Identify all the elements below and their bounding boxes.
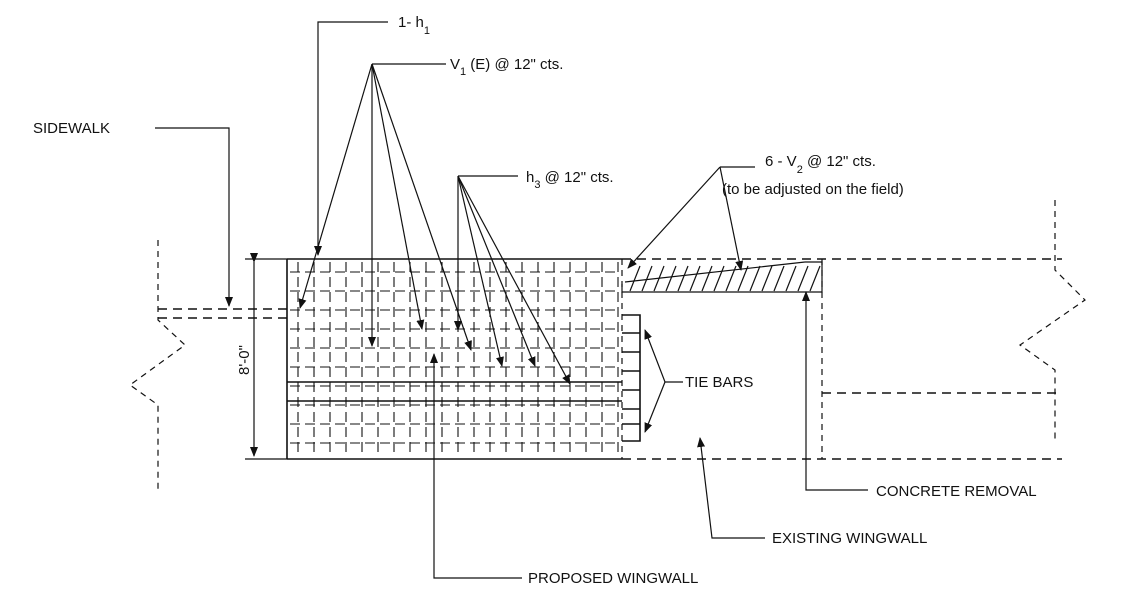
proposed-wingwall-label: PROPOSED WINGWALL [528,570,698,587]
hatch-line [665,265,677,292]
h1-label: 1- h [398,14,424,31]
hatch-line [773,265,785,292]
hatch-line [713,265,725,292]
v2-callout: 6 - V2 @ 12" cts. (to be adjusted on the… [627,153,904,271]
proposed-wingwall-outline [286,258,622,460]
height-dimension-label: 8'-0" [236,345,253,375]
hatch-line [785,265,797,292]
right-break-line [1018,200,1086,440]
hatch-line [653,265,665,292]
v1-callout: V1 (E) @ 12" cts. [298,56,563,351]
hatch-line [677,265,689,292]
existing-wingwall-outline [621,258,1062,460]
hatch-line [641,265,653,292]
sidewalk-label: SIDEWALK [33,120,110,137]
h3-spacing: @ 12" cts. [540,169,613,186]
v1-spacing: (E) @ 12" cts. [466,56,563,73]
existing-wingwall-label: EXISTING WINGWALL [772,530,927,547]
tie-bars [622,314,641,442]
proposed-wingwall-callout: PROPOSED WINGWALL [430,353,698,587]
h3-label: h [526,169,534,186]
svg-text:1- h1: 1- h1 [398,14,430,37]
v2-note: (to be adjusted on the field) [722,181,904,198]
rebar-grid [290,262,620,456]
h1-subscript: 1 [424,25,430,37]
height-dimension: 8'-0" [236,253,287,460]
v1-subscript: 1 [460,66,466,78]
hatch-line [737,265,749,292]
v2-subscript: 2 [797,164,803,176]
v1-label: V [450,56,460,73]
hatch-line [749,265,761,292]
v2-label: 6 - V [765,153,797,170]
tie-bars-label: TIE BARS [685,374,753,391]
hatch-line [761,265,773,292]
left-break-line [128,240,186,490]
concrete-removal-area [621,261,823,293]
concrete-removal-callout: CONCRETE REMOVAL [802,291,1037,500]
hatch-line [701,265,713,292]
concrete-removal-label: CONCRETE REMOVAL [876,483,1037,500]
existing-wingwall-callout: EXISTING WINGWALL [697,437,927,547]
hatch-line [725,265,737,292]
svg-text:V1 (E) @ 12" cts.: V1 (E) @ 12" cts. [450,56,563,78]
h3-callout: h3 @ 12" cts. [454,169,614,385]
h3-subscript: 3 [534,179,540,191]
hatch-line [629,265,641,292]
sidewalk-slab [158,308,290,319]
tie-bars-callout: TIE BARS [644,329,753,433]
hatch-line [809,265,821,292]
svg-text:h3 @ 12" cts.: h3 @ 12" cts. [526,169,614,191]
hatch-line [797,265,809,292]
sidewalk-callout: SIDEWALK [33,120,233,307]
horizontal-bars [287,381,622,402]
v2-spacing: @ 12" cts. [803,153,876,170]
svg-text:6 - V2 @ 12" cts.: 6 - V2 @ 12" cts. [765,153,876,176]
h1-callout: 1- h1 [314,14,430,256]
hatch-line [689,265,701,292]
